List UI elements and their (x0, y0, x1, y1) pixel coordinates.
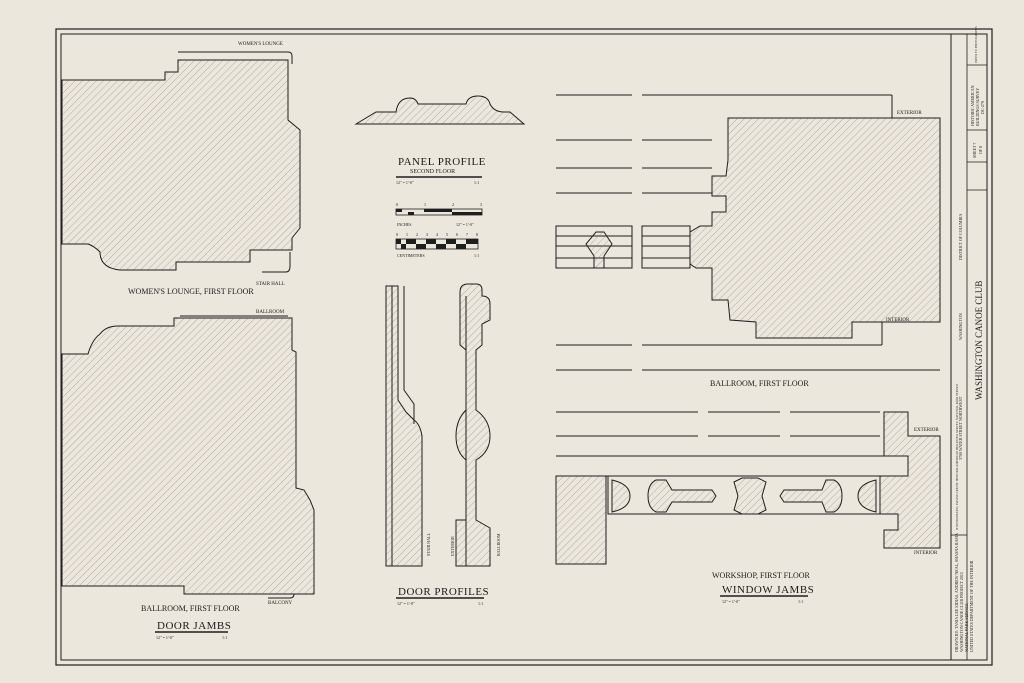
project-line: WASHINGTON CANOE CLUB PROJECT 2015 (959, 572, 964, 652)
outer-border (55, 28, 993, 666)
sheet-label: SHEET 7 (972, 143, 977, 158)
panel-profile-ratio: 1:1 (474, 180, 479, 185)
survey-number: DC-279 (980, 101, 985, 114)
club-district: DISTRICT OF COLUMBIA (958, 214, 963, 260)
note-text: IF REPRODUCED, PLEASE CREDIT: HISTORIC A… (955, 383, 960, 530)
workshop-window-jamb-section (879, 411, 941, 549)
ballroom-plan-caption: BALLROOM, FIRST FLOOR (141, 604, 240, 613)
ballroom-leader-bottom (268, 593, 295, 599)
door-jambs-scale: 12" = 1'-0" (156, 635, 174, 640)
door-jambs-ratio: 1:1 (222, 635, 227, 640)
inch-tick-2: 2 (452, 202, 454, 207)
workshop-wall-stub (555, 475, 607, 565)
workshop-window-interior: INTERIOR (914, 551, 938, 556)
agency-line-2: UNITED STATES DEPARTMENT OF THE INTERIOR (969, 560, 974, 652)
womens-lounge-caption: WOMEN'S LOUNGE, FIRST FLOOR (128, 287, 254, 296)
index-label: INDEX TO PHOTOGRAPHS (974, 26, 978, 63)
cm-tick-7: 7 (466, 232, 468, 237)
cm-tick-8: 8 (476, 232, 478, 237)
ballroom-window-caption: BALLROOM, FIRST FLOOR (710, 379, 809, 388)
label-stair-hall: STAIR HALL (426, 533, 431, 556)
womens-lounge-leader-bottom (262, 252, 291, 273)
workshop-window-exterior: EXTERIOR (914, 428, 939, 433)
panel-profile-title: PANEL PROFILE (398, 156, 486, 168)
workshop-window-lines (556, 411, 909, 477)
window-jambs-title: WINDOW JAMBS (722, 584, 814, 596)
ballroom-window-interior: INTERIOR (886, 318, 910, 323)
agency-line-1: NATIONAL PARK SERVICE (964, 603, 969, 652)
womens-lounge-jamb-plan (61, 59, 301, 271)
club-name: WASHINGTON CANOE CLUB (974, 281, 984, 400)
inch-tick-1: 1 (424, 202, 426, 207)
ballroom-tag-bottom: BALCONY (268, 601, 293, 606)
inches-label: INCHES (397, 222, 411, 227)
ballroom-tag-top: BALLROOM (256, 310, 285, 315)
cm-tick-4: 4 (436, 232, 438, 237)
panel-profile-subtitle: SECOND FLOOR (410, 169, 455, 175)
ballroom-window-jamb-section (689, 117, 941, 339)
club-address: 3700 WATER STREET NORTHWEST (958, 396, 963, 460)
drawn-by: DRAWN BY: TANIA LEE SIDIAS, ANDREW NEAL,… (954, 533, 960, 652)
womens-lounge-tag-top: WOMEN'S LOUNGE (238, 42, 283, 47)
cm-tick-1: 1 (406, 232, 408, 237)
door-profile-stair (385, 285, 423, 567)
survey-line-1: HISTORIC AMERICAN (970, 85, 975, 126)
cm-tick-labels: 0 1 2 3 4 5 6 7 8 (396, 232, 478, 237)
label-ballroom: BALLROOM (496, 533, 501, 556)
ballroom-muntin (585, 231, 613, 269)
panel-profile-section (354, 95, 526, 125)
cm-tick-6: 6 (456, 232, 458, 237)
inner-border (60, 33, 988, 661)
ballroom-jamb-plan (61, 317, 315, 595)
cm-label: CENTIMETERS (397, 253, 425, 258)
inch-tick-0: 0 (396, 202, 398, 207)
survey-line-2: BUILDINGS SURVEY (975, 88, 980, 126)
cm-tick-2: 2 (416, 232, 418, 237)
inch-tick-3: 3 (480, 202, 482, 207)
door-profiles-scale: 12" = 1'-0" (397, 601, 415, 606)
cm-tick-0: 0 (396, 232, 398, 237)
door-jambs-title: DOOR JAMBS (157, 620, 231, 632)
door-profiles-ratio: 1:1 (478, 601, 483, 606)
cm-tick-3: 3 (426, 232, 428, 237)
womens-lounge-tag-bottom: STAIR HALL (256, 282, 285, 287)
sheet-of: OF 8 (978, 146, 983, 154)
label-exterior: EXTERIOR (450, 536, 455, 556)
ballroom-window-exterior: EXTERIOR (897, 111, 922, 116)
window-jambs-ratio: 1:1 (798, 599, 803, 604)
womens-lounge-leader-top (178, 51, 293, 64)
inches-scale: 12" = 1'-0" (456, 222, 474, 227)
workshop-sash (607, 475, 881, 515)
door-profiles-title: DOOR PROFILES (398, 586, 489, 598)
club-city: WASHINGTON (958, 313, 963, 340)
cm-tick-5: 5 (446, 232, 448, 237)
door-profile-exterior (455, 283, 491, 567)
cm-ratio: 1:1 (474, 253, 479, 258)
panel-profile-scale: 12" = 1'-0" (396, 180, 414, 185)
workshop-window-caption: WORKSHOP, FIRST FLOOR (712, 571, 811, 580)
window-jambs-scale: 12" = 1'-0" (722, 599, 740, 604)
ballroom-window-lines (556, 94, 940, 371)
